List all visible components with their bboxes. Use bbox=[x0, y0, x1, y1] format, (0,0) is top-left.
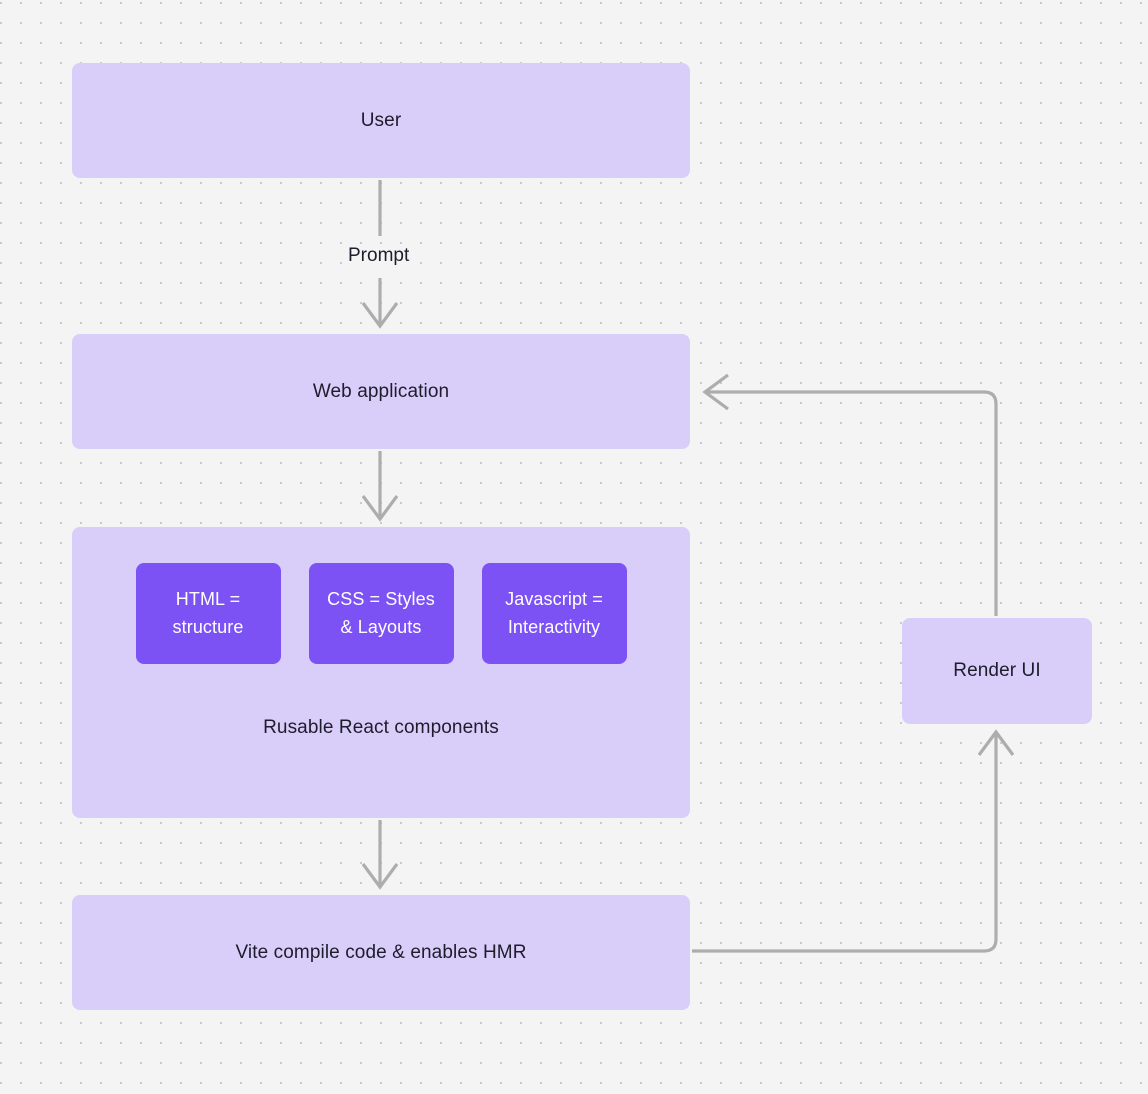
node-web-application-label: Web application bbox=[312, 380, 450, 402]
edge-vite-to-render bbox=[692, 729, 1015, 953]
edge-label-prompt: Prompt bbox=[343, 245, 415, 267]
components-caption: Rusable React components bbox=[72, 715, 690, 741]
node-user[interactable]: User bbox=[72, 63, 690, 178]
node-css-styles-layouts-label: CSS = Styles & Layouts bbox=[327, 588, 435, 637]
components-caption-label: Rusable React components bbox=[263, 717, 499, 738]
node-vite-compile[interactable]: Vite compile code & enables HMR bbox=[72, 895, 690, 1010]
node-javascript-interactivity-label: Javascript = Interactivity bbox=[505, 588, 603, 637]
node-render-ui[interactable]: Render UI bbox=[902, 618, 1092, 724]
node-css-styles-layouts[interactable]: CSS = Styles & Layouts bbox=[308, 563, 454, 664]
edge-webapp-to-components bbox=[361, 451, 399, 522]
edge-render-to-webapp bbox=[702, 373, 998, 616]
node-web-application[interactable]: Web application bbox=[72, 334, 690, 449]
node-render-ui-label: Render UI bbox=[953, 660, 1041, 682]
node-reusable-react-components[interactable]: HTML = structure CSS = Styles & Layouts … bbox=[72, 527, 690, 818]
inner-node-row: HTML = structure CSS = Styles & Layouts … bbox=[72, 563, 690, 664]
node-vite-compile-label: Vite compile code & enables HMR bbox=[235, 941, 527, 963]
edge-components-to-vite bbox=[361, 820, 399, 890]
node-user-label: User bbox=[360, 109, 402, 131]
node-javascript-interactivity[interactable]: Javascript = Interactivity bbox=[481, 563, 627, 664]
node-html-structure-label: HTML = structure bbox=[172, 588, 244, 637]
node-html-structure[interactable]: HTML = structure bbox=[135, 563, 281, 664]
